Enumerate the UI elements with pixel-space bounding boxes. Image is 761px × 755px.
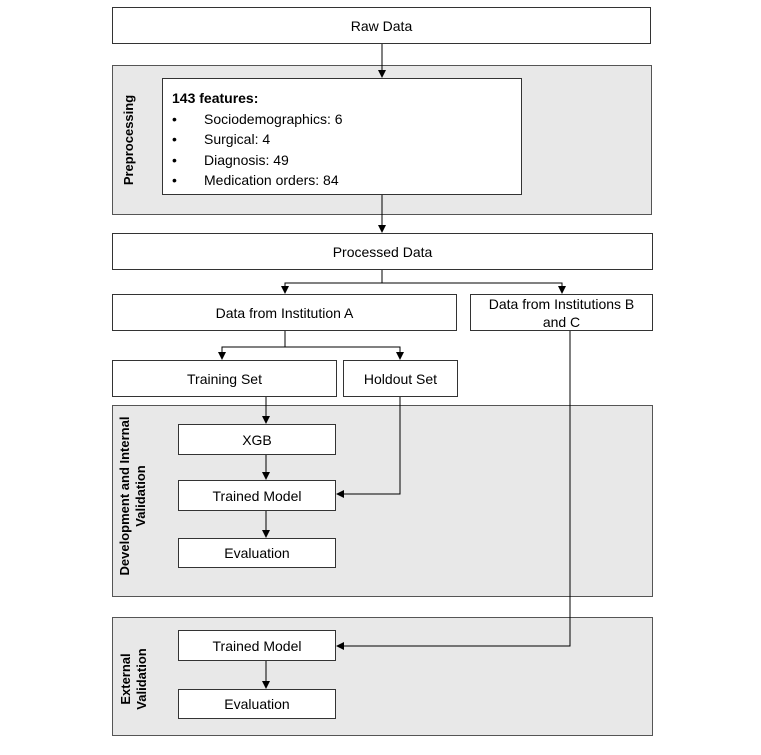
trained-model-internal-box: Trained Model [178,480,336,511]
feature-medication-orders: Medication orders: 84 [172,170,521,191]
features-heading: 143 features: [172,90,259,106]
institution-a-box: Data from Institution A [112,294,457,331]
features-list: Sociodemographics: 6 Surgical: 4 Diagnos… [172,109,521,191]
evaluation-external-box: Evaluation [178,689,336,719]
feature-sociodemographics: Sociodemographics: 6 [172,109,521,130]
xgb-box: XGB [178,424,336,455]
line-holdout-to-model [336,397,401,498]
processed-data-box: Processed Data [112,233,653,270]
line-processed-to-bc [382,282,566,294]
trained-model-external-box: Trained Model [178,630,336,661]
line-processed-split [281,270,383,294]
features-box: 143 features: Sociodemographics: 6 Surgi… [162,78,522,195]
line-a-split [218,331,286,360]
raw-data-box: Raw Data [112,7,651,44]
evaluation-internal-box: Evaluation [178,538,336,568]
feature-diagnosis: Diagnosis: 49 [172,150,521,171]
training-set-box: Training Set [112,360,337,397]
feature-surgical: Surgical: 4 [172,129,521,150]
institutions-bc-box: Data from Institutions B and C [470,294,653,331]
holdout-set-box: Holdout Set [343,360,458,397]
line-bc-to-external-model [336,331,571,650]
line-a-to-holdout [285,346,404,360]
